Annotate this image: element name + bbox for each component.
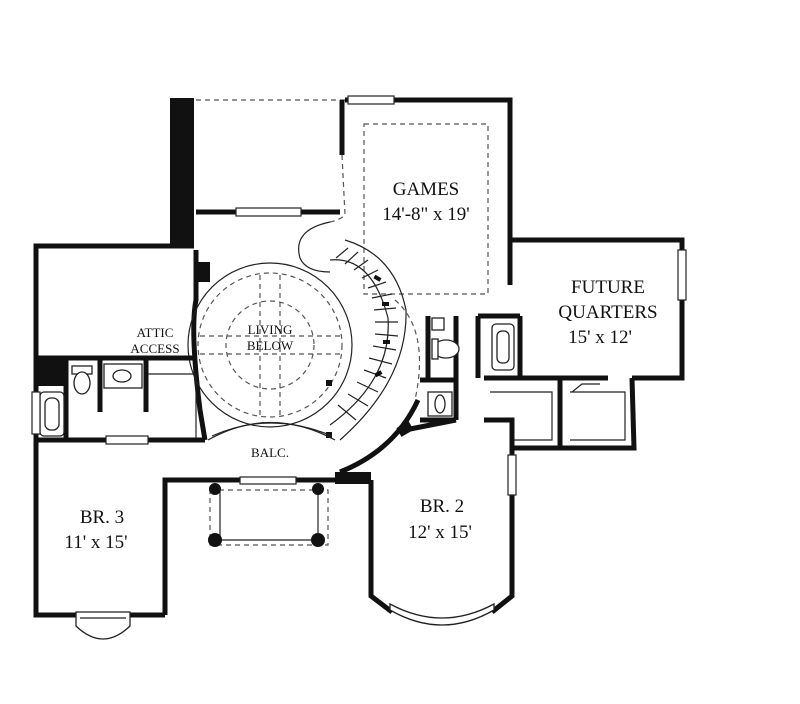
toilet-left [73,371,91,395]
bedroom-2: BR. 2 12' x 15' [368,417,517,626]
column-top-right [312,483,324,495]
window-balcony [239,476,297,485]
games-size: 14'-8" x 19' [382,204,469,225]
bath-left [36,360,205,445]
living-below-circle-outer [187,262,353,428]
stair-top-landing [298,221,331,273]
window-br3-side [31,391,41,435]
future-quarters-label-1: FUTURE [571,277,645,298]
br3-size: 11' x 15' [64,532,127,553]
balcony-label: BALC. [251,445,289,460]
stair-inner-curve [329,259,389,426]
attic-area: ATTIC ACCESS [33,243,196,438]
future-quarters-size: 15' x 12' [568,327,632,348]
attic-label-2: ACCESS [130,341,179,356]
front-porch [208,476,329,547]
window-top-area [235,207,302,217]
window-br2-side [507,454,517,496]
br3-label: BR. 3 [80,507,124,528]
column-top-left [209,483,221,495]
window-future-quarters [677,249,687,301]
stair-hall: LIVING BELOW [187,221,421,441]
bay-window-br2 [389,602,495,626]
top-left-wall-mass [170,98,194,248]
bedroom-3: BR. 3 11' x 15' [31,391,165,640]
stair-treads [335,247,399,421]
opening-bath-left [105,435,149,445]
attic-label-1: ATTIC [137,325,174,340]
closets-right [490,377,637,451]
living-below-circle [197,272,343,418]
br2-label: BR. 2 [420,496,464,517]
games-room: GAMES 14'-8" x 19' [329,95,513,295]
br2-size: 12' x 15' [408,522,472,543]
games-label: GAMES [393,179,460,200]
games-rug [363,123,489,295]
living-below-label-2: BELOW [247,338,294,353]
window-games-top [347,95,395,105]
balcony: BALC. [162,398,457,615]
stair-outer-curve [339,239,407,441]
stair-rail-posts [326,274,390,438]
future-quarters-room: FUTURE QUARTERS 15' x 12' [478,237,687,381]
top-open-area [170,98,345,248]
toilet-tank-center [431,317,445,331]
bath-center [420,316,515,423]
column-bottom-left [208,533,222,547]
bay-window-br3 [75,611,131,640]
future-quarters-label-2: QUARTERS [558,302,657,323]
column-bottom-right [311,533,325,547]
living-below-label-1: LIVING [248,322,293,337]
